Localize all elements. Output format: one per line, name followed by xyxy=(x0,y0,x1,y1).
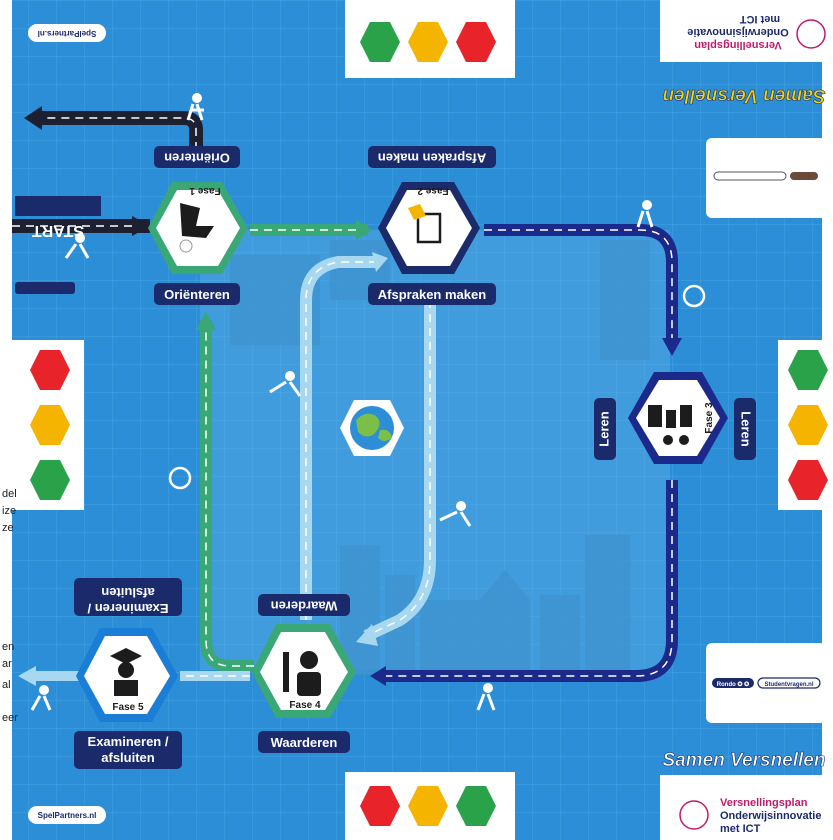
fase-3-number: Fase 3 xyxy=(704,402,715,434)
svg-text:Onderwijsinnovatie: Onderwijsinnovatie xyxy=(687,26,788,38)
path-4-to-2 xyxy=(300,256,378,620)
svg-text:ize: ize xyxy=(2,505,16,517)
start-banner: START xyxy=(15,196,101,239)
phase-4-label-top: Waarderen xyxy=(258,594,350,616)
svg-text:Leren: Leren xyxy=(739,411,754,446)
svg-text:Versnellingsplan: Versnellingsplan xyxy=(720,797,808,809)
svg-text:SpelPartners.nl: SpelPartners.nl xyxy=(38,29,97,38)
traffic-light-left xyxy=(30,350,70,500)
wheelchair-icons xyxy=(168,284,706,490)
svg-text:Waarderen: Waarderen xyxy=(271,599,338,614)
svg-text:al: al xyxy=(2,679,11,691)
versnellingsplan-logo-bottom: Versnellingsplan Onderwijsinnovatie met … xyxy=(679,797,821,835)
phase-5-tile[interactable] xyxy=(76,628,178,722)
phase-3-label-left: Leren xyxy=(594,398,616,460)
phase-4-tile[interactable] xyxy=(252,624,356,718)
svg-text:Afspraken maken: Afspraken maken xyxy=(378,151,486,166)
svg-text:ar: ar xyxy=(2,658,12,670)
svg-text:afsluiten: afsluiten xyxy=(101,585,155,600)
phase-1-tile[interactable] xyxy=(148,182,248,274)
fase-1-number: Fase 1 xyxy=(189,185,221,196)
svg-text:ze: ze xyxy=(2,522,14,534)
start-label: START xyxy=(32,222,84,239)
phase-2-label-bottom: Afspraken maken xyxy=(368,283,496,305)
spelpartners-logo-top: SpelPartners.nl xyxy=(28,24,106,42)
svg-text:en: en xyxy=(2,641,14,653)
samen-versnellen-logo-bottom: Samen Versnellen xyxy=(663,750,826,771)
left-edge-text: del ize ze en ar al eer xyxy=(2,488,18,724)
phase-2-label-top: Afspraken maken xyxy=(368,146,496,168)
phase-5-label-top: Examineren / afsluiten xyxy=(74,578,182,616)
phase-4-label-bottom: Waarderen xyxy=(258,731,350,753)
phase-3-label-right: Leren xyxy=(734,398,756,460)
svg-text:Waarderen: Waarderen xyxy=(271,735,338,750)
traffic-light-top xyxy=(360,22,496,62)
phase-1-label-bottom: Oriënteren xyxy=(154,283,240,305)
card-text-2: Studentvragen.nl xyxy=(764,682,813,688)
traffic-light-bottom xyxy=(360,786,496,826)
svg-text:Versnellingsplan: Versnellingsplan xyxy=(694,39,782,51)
svg-text:met ICT: met ICT xyxy=(720,823,761,835)
globe-icon xyxy=(340,400,404,456)
svg-text:Examineren /: Examineren / xyxy=(87,601,168,616)
card-text-1: Rondo ✪ ✪ xyxy=(717,681,750,688)
svg-text:eer: eer xyxy=(2,712,18,724)
fase-5-number: Fase 5 xyxy=(112,702,144,713)
phase-5-label-bottom: Examineren / afsluiten xyxy=(74,731,182,769)
svg-text:del: del xyxy=(2,488,17,500)
phase-2-tile[interactable] xyxy=(378,182,480,274)
svg-text:SpelPartners.nl: SpelPartners.nl xyxy=(38,811,97,820)
walker-icons xyxy=(30,93,654,711)
svg-text:Leren: Leren xyxy=(596,411,611,446)
svg-text:Oriënteren: Oriënteren xyxy=(164,287,230,302)
versnellingsplan-logo-top: Versnellingsplan Onderwijsinnovatie met … xyxy=(687,13,826,51)
svg-text:Afspraken maken: Afspraken maken xyxy=(378,287,486,302)
fase-2-number: Fase 2 xyxy=(417,185,449,196)
fase-4-number: Fase 4 xyxy=(289,700,321,711)
card-slot-top-right xyxy=(706,138,826,218)
svg-text:Onderwijsinnovatie: Onderwijsinnovatie xyxy=(720,810,821,822)
spelpartners-logo-bottom: SpelPartners.nl xyxy=(28,806,106,824)
samen-versnellen-logo-top: Samen Versnellen xyxy=(663,85,826,106)
traffic-light-right xyxy=(788,350,828,500)
svg-text:afsluiten: afsluiten xyxy=(101,750,155,765)
svg-text:Oriënteren: Oriënteren xyxy=(164,151,230,166)
svg-text:Examineren /: Examineren / xyxy=(88,734,169,749)
svg-text:met ICT: met ICT xyxy=(740,13,781,25)
phase-1-label-top: Oriënteren xyxy=(154,146,240,168)
phase-3-tile[interactable] xyxy=(628,372,728,464)
